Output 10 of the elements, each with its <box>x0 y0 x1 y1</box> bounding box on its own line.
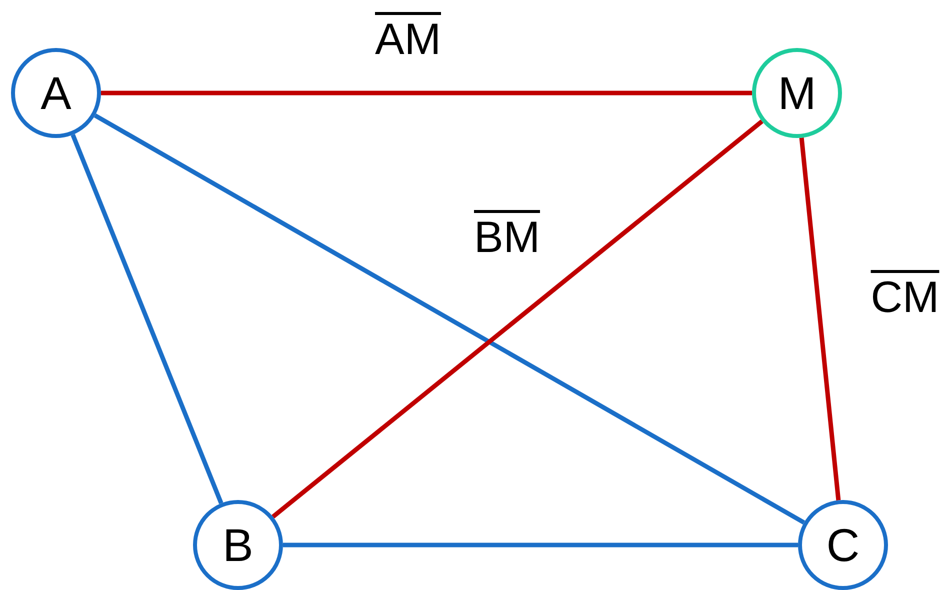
connector-line <box>101 90 752 96</box>
vertex-label: B <box>222 518 254 572</box>
connector-line <box>283 542 798 548</box>
connector-line <box>94 113 806 525</box>
connector-line <box>799 138 841 500</box>
connector-line <box>70 134 224 504</box>
vertex-label: M <box>778 66 816 120</box>
vertex-label: C <box>826 518 860 572</box>
connector-line <box>272 120 764 518</box>
vertex-label: A <box>40 66 72 120</box>
